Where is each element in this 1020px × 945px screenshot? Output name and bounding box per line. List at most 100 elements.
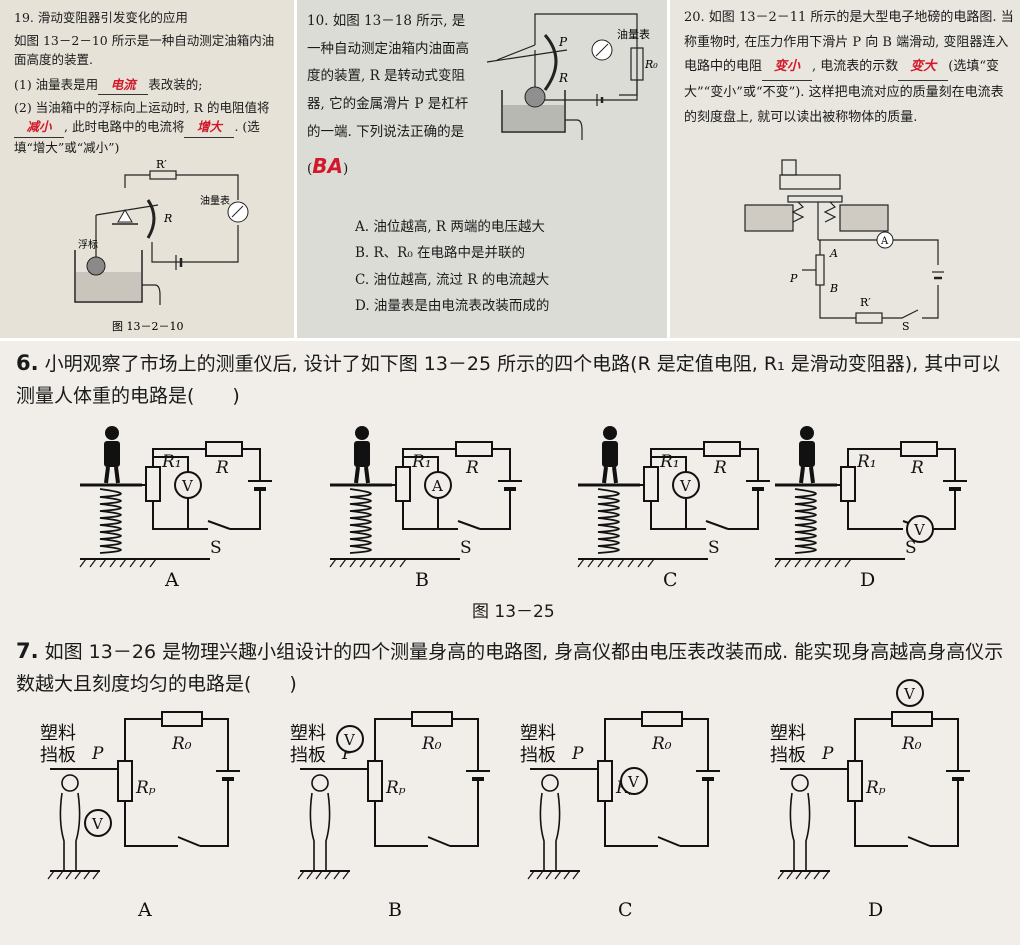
spring-icon	[597, 488, 620, 554]
person-body-icon	[539, 792, 561, 871]
ground-hatch	[306, 870, 314, 880]
label-plate-line1: 塑料	[520, 723, 556, 744]
question-6-text: 小明观察了市场上的测重仪后, 设计了如下图 13－25 所示的四个电路(R 是定…	[16, 353, 1001, 407]
person-body-icon	[789, 792, 811, 871]
option-label-d: D	[860, 569, 875, 591]
meter-v-icon	[174, 471, 202, 499]
wire	[854, 718, 892, 761]
label-r: R	[163, 212, 172, 225]
option-label-c: C	[618, 899, 633, 921]
label-p: P	[91, 744, 104, 764]
wire	[847, 448, 901, 467]
ground-hatch	[822, 870, 830, 880]
wire	[402, 501, 458, 530]
question-20-part-c: (选填“变大”“变小”或“不变”). 这样把电流对应的质量刻在电流表的刻度盘上,…	[684, 59, 1004, 125]
ground-hatch	[349, 558, 357, 568]
label-r0: R₀	[651, 734, 672, 754]
option-label-d: D	[868, 899, 883, 921]
label-r0: R₀	[171, 734, 192, 754]
label-rp: Rₚ	[135, 778, 156, 798]
label-rp: Rₚ	[865, 778, 886, 798]
wire	[925, 489, 956, 530]
meter-v-icon	[672, 471, 700, 499]
wire	[200, 779, 229, 847]
wire	[492, 448, 511, 481]
label-fuel-meter: 油量表	[617, 27, 650, 41]
ground-hatch	[637, 558, 645, 568]
voltmeter-icon	[84, 809, 112, 837]
question-6-stem: 6. 小明观察了市场上的测重仪后, 设计了如下图 13－25 所示的四个电路(R…	[16, 347, 1006, 412]
ground-hatch	[794, 558, 802, 568]
person-head-icon	[603, 426, 617, 440]
spring-icon	[99, 488, 122, 554]
question-10-stem: 10. 如图 13－18 所示, 是一种自动测定油箱内油面高度的装置, R 是转…	[307, 8, 477, 187]
question-10-text: 10. 如图 13－18 所示, 是一种自动测定油箱内油面高度的装置, R 是转…	[307, 13, 469, 178]
pivot-icon	[117, 209, 133, 223]
option-b: B. R、R₀ 在电路中是并联的	[355, 245, 526, 262]
label-r: R	[465, 458, 479, 478]
fuel-gauge-diagram-2: P R 油量表 R₀	[486, 13, 658, 140]
label-p: P	[571, 744, 584, 764]
person-body-icon	[799, 441, 815, 467]
label-switch-s: S	[708, 538, 720, 558]
label-switch-s: S	[905, 538, 917, 558]
truck-bed	[779, 174, 841, 190]
option-label-a: A	[137, 899, 152, 921]
voltmeter-symbol: V	[343, 731, 356, 749]
person-leg-icon	[602, 466, 608, 484]
label-r1: R₁	[659, 452, 680, 472]
label-r: R	[215, 458, 229, 478]
worksheet-panel-20: 20. 如图 13－2－11 所示的是大型电子地磅的电路图. 当称重物时, 在压…	[670, 0, 1020, 338]
fuel-gauge-diagram-1: R′ R 油量表 浮标 图 13－2－10	[74, 158, 249, 333]
part1-prefix: (1) 油量表是用	[14, 77, 99, 92]
switch-blade	[457, 520, 481, 530]
resistor-rp	[117, 760, 133, 802]
ground-hatch	[339, 558, 347, 568]
ground-hatch	[342, 870, 350, 880]
ground-hatch	[399, 558, 407, 568]
ground-left	[744, 204, 794, 232]
label-p: P	[558, 35, 568, 49]
label-plate-line1: 塑料	[40, 723, 76, 744]
ground-hatch	[563, 870, 571, 880]
person-body-icon	[59, 792, 81, 871]
wire-bottom	[819, 285, 856, 319]
ammeter-icon	[876, 231, 894, 249]
option-c: C. 油位越高, 流过 R 的电流越大	[355, 271, 550, 288]
ground-hatch	[804, 558, 812, 568]
person-leg-icon	[809, 466, 815, 484]
wire	[153, 456, 189, 472]
label-switch-s: S	[460, 538, 472, 558]
ground-hatch	[379, 558, 387, 568]
wire-right	[818, 239, 939, 265]
part2-answer-2: 增大	[184, 117, 235, 138]
question-7-text: 如图 13－26 是物理兴趣小组设计的四个测量身高的电路图, 身高仪都由电压表改…	[16, 641, 1004, 695]
voltmeter-icon	[896, 679, 924, 707]
ground-hatch	[149, 558, 157, 568]
person-head-icon	[800, 426, 814, 440]
oil-fill	[503, 105, 564, 131]
voltmeter-icon	[336, 725, 364, 753]
person-head-icon	[61, 774, 79, 792]
ground-hatch	[79, 558, 87, 568]
person-body-icon	[309, 792, 331, 871]
ground-hatch	[47, 870, 55, 880]
resistor-rprime	[855, 312, 883, 324]
spring-icon	[794, 488, 817, 554]
voltmeter-symbol: V	[627, 773, 640, 791]
option-d: D. 油量表是由电流表改装而成的	[355, 297, 550, 314]
person-leg-icon	[104, 466, 110, 484]
voltmeter-symbol: V	[903, 685, 916, 703]
ground-hatch	[129, 558, 137, 568]
ground-hatch	[333, 870, 341, 880]
part2-mid: , 此时电路中的电流将	[64, 119, 185, 135]
label-r1: R₁	[161, 452, 182, 472]
question-20-part-b: , 电流表的示数	[812, 59, 899, 75]
ground-hatch	[89, 558, 97, 568]
wire	[230, 489, 261, 530]
ground-hatch	[824, 558, 832, 568]
wire	[480, 489, 511, 530]
ground-hatch	[777, 870, 785, 880]
